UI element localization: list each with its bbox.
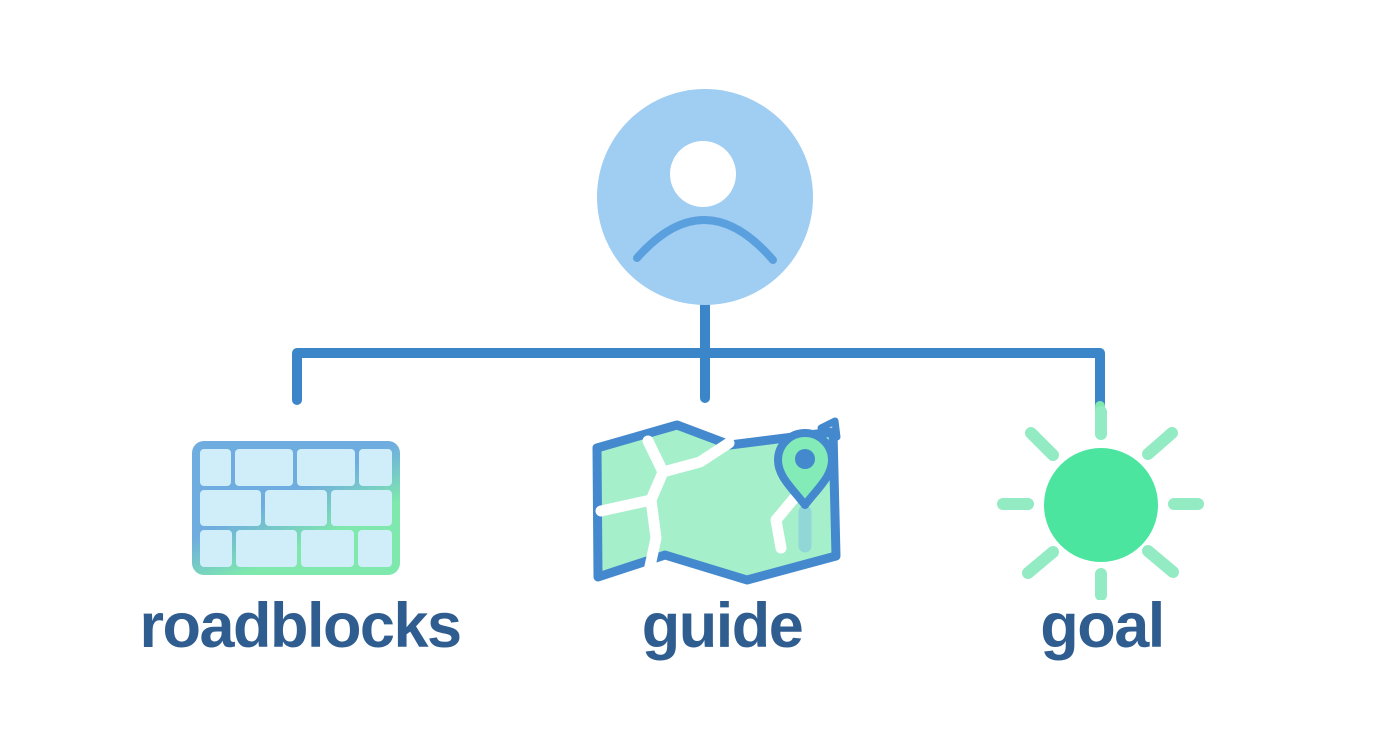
brick bbox=[236, 530, 298, 568]
label-goal: goal bbox=[1040, 591, 1165, 661]
avatar-frown bbox=[633, 216, 777, 264]
brick-row bbox=[200, 449, 392, 486]
sun-ray bbox=[1142, 427, 1178, 460]
brick bbox=[235, 449, 294, 486]
brick bbox=[301, 530, 355, 568]
map-corner-flap bbox=[817, 417, 841, 441]
sun-core bbox=[1044, 448, 1158, 562]
map-road bbox=[657, 437, 735, 478]
sad-person-icon bbox=[597, 89, 813, 305]
brick bbox=[297, 449, 356, 486]
label-roadblocks: roadblocks bbox=[139, 591, 462, 661]
sun-ray bbox=[1025, 427, 1059, 461]
sun-ray bbox=[1022, 546, 1059, 579]
label-guide: guide bbox=[641, 591, 804, 661]
brick-row bbox=[200, 489, 392, 527]
brick bbox=[200, 449, 232, 486]
map-road bbox=[595, 435, 669, 517]
brick-wall-icon bbox=[192, 441, 400, 575]
pin-dot bbox=[795, 449, 815, 469]
map-road bbox=[643, 494, 662, 577]
sun-ray bbox=[1142, 545, 1179, 578]
avatar-head bbox=[670, 141, 736, 207]
brick bbox=[359, 449, 392, 486]
brick bbox=[200, 530, 233, 568]
brick bbox=[265, 489, 327, 527]
map-road bbox=[770, 484, 807, 554]
brick bbox=[330, 489, 392, 527]
brick-row bbox=[200, 530, 392, 568]
brick bbox=[200, 489, 262, 527]
brick bbox=[358, 530, 392, 568]
branch-line bbox=[292, 348, 1105, 415]
sun-icon bbox=[997, 406, 1204, 600]
map-icon bbox=[592, 417, 841, 585]
